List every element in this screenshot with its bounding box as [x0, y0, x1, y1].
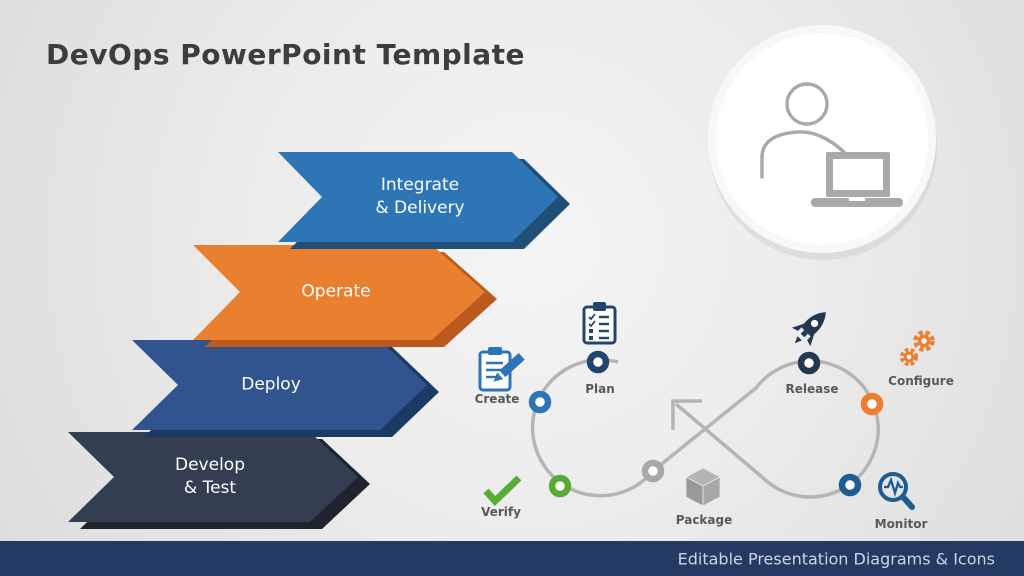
page-title: DevOps PowerPoint Template — [46, 38, 526, 71]
chevron-label-line: Deploy — [241, 374, 301, 395]
magnifier-pulse-icon — [878, 472, 915, 510]
loop-label-package: Package — [675, 513, 733, 527]
node-verify — [548, 474, 572, 498]
node-release — [797, 351, 821, 375]
gears-icon — [899, 330, 935, 367]
loop-label-plan: Plan — [585, 382, 615, 396]
footer-bar: Editable Presentation Diagrams & Icons — [0, 541, 1024, 576]
node-configure — [860, 392, 884, 416]
chevron-label-operate: Operate — [301, 281, 370, 304]
chevron-integrate-delivery — [278, 152, 570, 249]
chevron-label-line: & Delivery — [375, 198, 465, 218]
chevron-label-line: Operate — [301, 281, 371, 302]
chevron-integrate-delivery-body — [278, 152, 558, 242]
loop-label-release: Release — [785, 382, 839, 396]
chevron-operate — [193, 245, 497, 347]
footer-text: Editable Presentation Diagrams & Icons — [677, 549, 995, 568]
chevron-deploy — [132, 340, 439, 437]
chevron-operate-body — [193, 245, 485, 340]
chevron-develop-test — [68, 432, 370, 529]
hero-circle — [708, 25, 937, 260]
chevron-develop-test-body — [68, 432, 358, 522]
loop-label-create: Create — [474, 392, 520, 406]
loop-label-configure: Configure — [888, 374, 954, 388]
clipboard-pencil-icon — [478, 347, 525, 392]
package-box-icon — [685, 467, 721, 507]
rocket-icon — [791, 312, 826, 347]
node-monitor — [838, 473, 862, 497]
hero-circle-face — [716, 33, 928, 245]
node-package — [641, 459, 665, 483]
chevron-label-deploy: Deploy — [241, 374, 301, 397]
clipboard-checklist-icon — [582, 302, 617, 345]
loop-arrowhead-icon — [671, 399, 702, 430]
chevron-deploy-body — [132, 340, 427, 430]
chevron-label-integrate-delivery: Integrate & Delivery — [375, 174, 464, 220]
loop-label-monitor: Monitor — [874, 517, 928, 531]
loop-label-verify: Verify — [481, 505, 521, 519]
person-at-laptop-icon — [760, 82, 903, 207]
node-plan — [586, 350, 610, 374]
chevron-label-develop-test: Develop & Test — [175, 454, 245, 500]
chevron-label-line: & Test — [183, 478, 237, 498]
checkmark-icon — [483, 475, 522, 507]
chevron-label-line: Develop — [175, 455, 245, 476]
chevron-label-line: Integrate — [380, 175, 460, 196]
node-create — [528, 390, 552, 414]
